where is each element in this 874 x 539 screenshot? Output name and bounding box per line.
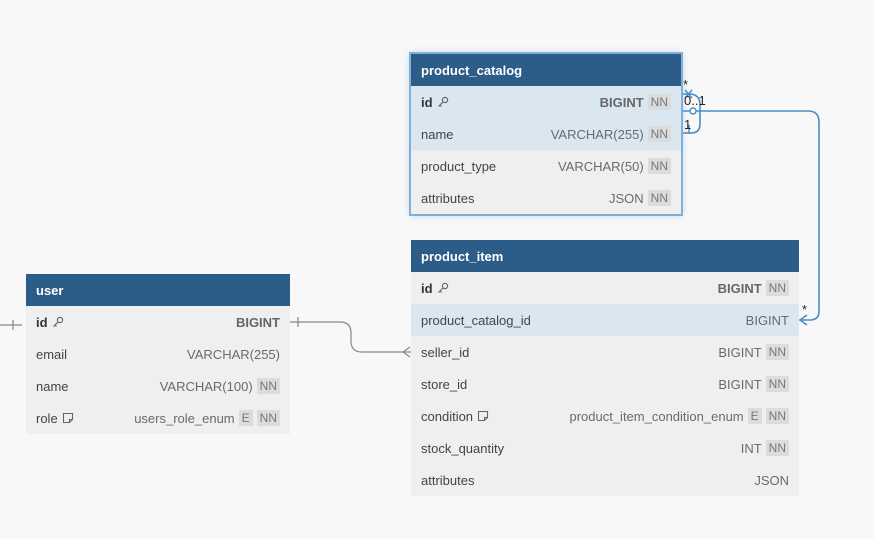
column-row[interactable]: seller_id BIGINT NN bbox=[411, 336, 799, 368]
catalog-to-item-line bbox=[681, 110, 820, 321]
column-name: condition bbox=[421, 408, 474, 424]
table-header[interactable]: product_item bbox=[411, 240, 799, 272]
column-type: BIGINT bbox=[745, 312, 789, 328]
user-to-item-line bbox=[290, 321, 412, 353]
column-name: name bbox=[36, 378, 69, 394]
zero-one-marker bbox=[689, 107, 697, 115]
not-null-badge: NN bbox=[765, 408, 789, 424]
column-name: attributes bbox=[421, 190, 475, 206]
table-user[interactable]: user id BIGINT email VARCHAR(255) name V… bbox=[26, 274, 290, 434]
column-type: VARCHAR(100) bbox=[159, 378, 253, 394]
column-row[interactable]: store_id BIGINT NN bbox=[411, 368, 799, 400]
key-icon bbox=[437, 96, 448, 107]
column-row[interactable]: attributes JSON bbox=[411, 464, 799, 496]
column-type: VARCHAR(50) bbox=[557, 158, 644, 174]
self-relation-line bbox=[681, 93, 701, 134]
column-type: BIGINT bbox=[599, 94, 644, 110]
seller-many-marker bbox=[401, 346, 411, 358]
column-row[interactable]: condition product_item_condition_enum E … bbox=[411, 400, 799, 432]
column-type: BIGINT bbox=[235, 314, 280, 330]
note-icon bbox=[62, 412, 73, 424]
column-name: attributes bbox=[421, 472, 475, 488]
column-name: seller_id bbox=[421, 344, 470, 360]
column-row[interactable]: stock_quantity INT NN bbox=[411, 432, 799, 464]
self-one-label: 1 bbox=[684, 117, 692, 132]
column-name: stock_quantity bbox=[421, 440, 505, 456]
column-type: VARCHAR(255) bbox=[187, 346, 280, 362]
self-many-label: * bbox=[683, 77, 689, 92]
column-type: INT bbox=[740, 440, 762, 456]
column-type: product_item_condition_enum bbox=[569, 408, 744, 424]
note-icon bbox=[477, 410, 489, 422]
column-type: BIGINT bbox=[717, 280, 762, 296]
not-null-badge: NN bbox=[647, 126, 671, 142]
not-null-badge: NN bbox=[765, 344, 789, 360]
column-row[interactable]: name VARCHAR(100) NN bbox=[26, 370, 290, 402]
column-row[interactable]: email VARCHAR(255) bbox=[26, 338, 290, 370]
column-type: VARCHAR(255) bbox=[550, 126, 644, 142]
table-product-item[interactable]: product_item id BIGINT NN product_catalo… bbox=[411, 240, 799, 496]
column-type: users_role_enum bbox=[134, 410, 235, 426]
column-name: product_catalog_id bbox=[421, 312, 531, 328]
column-name: name bbox=[421, 126, 454, 142]
not-null-badge: NN bbox=[765, 280, 789, 296]
not-null-badge: NN bbox=[647, 94, 671, 110]
column-name: role bbox=[36, 410, 58, 426]
column-name: product_type bbox=[421, 158, 497, 174]
column-type: JSON bbox=[608, 190, 644, 206]
not-null-badge: NN bbox=[647, 190, 671, 206]
table-header[interactable]: product_catalog bbox=[411, 54, 681, 86]
column-row[interactable]: id BIGINT bbox=[26, 306, 290, 338]
enum-badge: E bbox=[238, 410, 253, 426]
column-type: BIGINT bbox=[718, 376, 762, 392]
self-zero-one-label: 0..1 bbox=[684, 93, 706, 108]
not-null-badge: NN bbox=[647, 158, 671, 174]
column-row[interactable]: product_type VARCHAR(50) NN bbox=[411, 150, 681, 182]
column-name: id bbox=[421, 280, 433, 296]
enum-badge: E bbox=[747, 408, 762, 424]
column-row[interactable]: id BIGINT NN bbox=[411, 272, 799, 304]
key-icon bbox=[52, 316, 63, 327]
not-null-badge: NN bbox=[765, 440, 789, 456]
many-marker bbox=[798, 314, 808, 326]
column-type: BIGINT bbox=[718, 344, 762, 360]
catalog-item-many-label: * bbox=[802, 302, 808, 317]
column-type: JSON bbox=[754, 472, 789, 488]
table-product-catalog[interactable]: product_catalog id BIGINT NN name VARCHA… bbox=[409, 52, 683, 216]
key-icon bbox=[437, 282, 448, 293]
column-name: email bbox=[36, 346, 68, 362]
column-name: store_id bbox=[421, 376, 468, 392]
column-row[interactable]: name VARCHAR(255) NN bbox=[411, 118, 681, 150]
not-null-badge: NN bbox=[256, 378, 280, 394]
not-null-badge: NN bbox=[765, 376, 789, 392]
column-name: id bbox=[36, 314, 48, 330]
table-header[interactable]: user bbox=[26, 274, 290, 306]
column-row[interactable]: attributes JSON NN bbox=[411, 182, 681, 214]
column-row[interactable]: role users_role_enum E NN bbox=[26, 402, 290, 434]
column-name: id bbox=[421, 94, 433, 110]
not-null-badge: NN bbox=[256, 410, 280, 426]
column-row[interactable]: id BIGINT NN bbox=[411, 86, 681, 118]
column-row[interactable]: product_catalog_id BIGINT bbox=[411, 304, 799, 336]
